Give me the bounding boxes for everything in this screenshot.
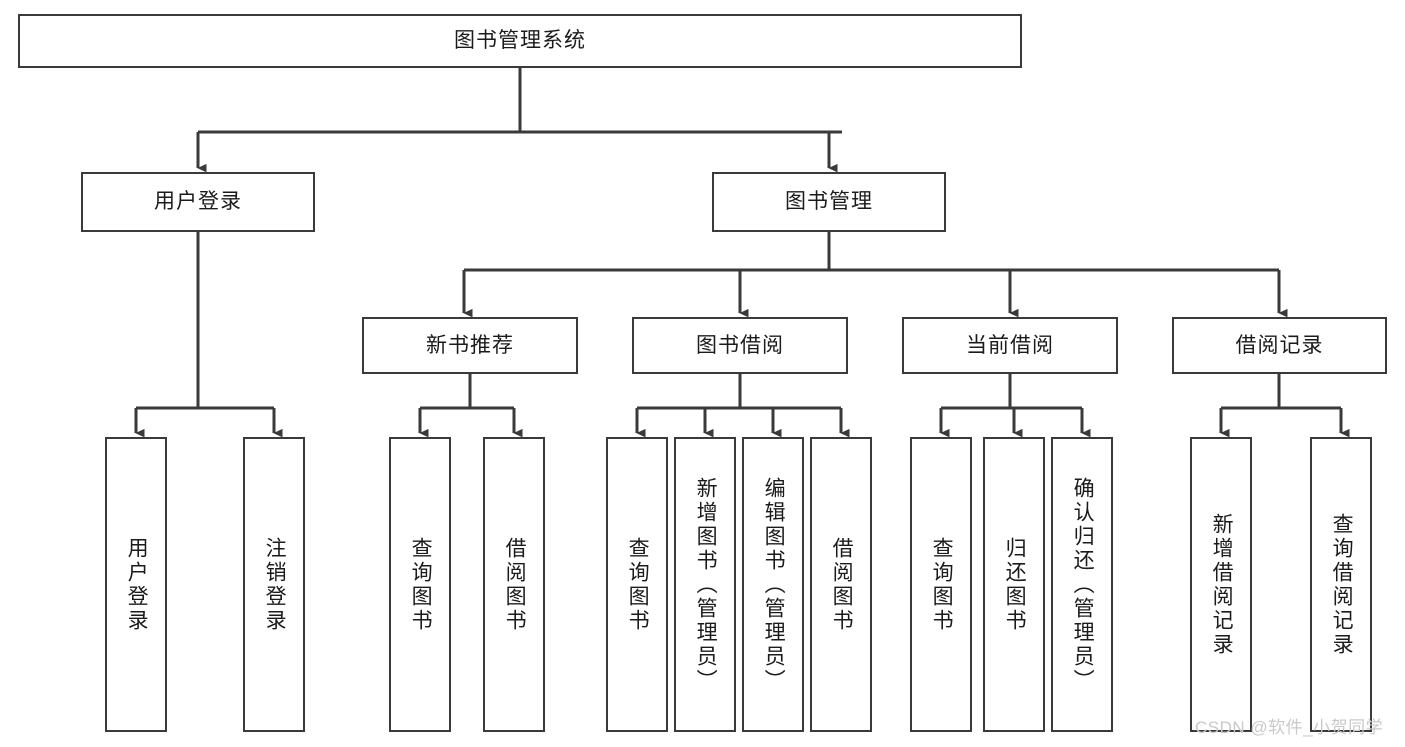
node-label: 确认归还（管理员） [1071, 476, 1095, 693]
node-label: 查询图书 [626, 536, 650, 633]
node-current-borrow[interactable]: 当前借阅 [902, 317, 1118, 374]
node-label: 图书借阅 [696, 333, 784, 357]
leaf-logout[interactable]: 注销登录 [243, 437, 305, 732]
node-borrow-record[interactable]: 借阅记录 [1172, 317, 1387, 374]
node-label: 查询借阅记录 [1330, 512, 1354, 657]
node-label: 新增借阅记录 [1210, 512, 1234, 657]
node-book-management[interactable]: 图书管理 [712, 172, 946, 232]
node-label: 用户登录 [154, 190, 242, 214]
node-label: 注销登录 [263, 536, 287, 633]
node-label: 当前借阅 [966, 333, 1054, 357]
leaf-borrow-book[interactable]: 借阅图书 [810, 437, 872, 732]
connector-lines [134, 68, 1350, 438]
node-label: 新书推荐 [426, 333, 514, 357]
leaf-query-book-recommendation[interactable]: 查询图书 [389, 437, 451, 732]
node-label: 编辑图书（管理员） [762, 476, 786, 693]
node-new-book-recommendation[interactable]: 新书推荐 [362, 317, 578, 374]
node-book-borrow[interactable]: 图书借阅 [632, 317, 848, 374]
node-user-login[interactable]: 用户登录 [81, 172, 315, 232]
leaf-return-book[interactable]: 归还图书 [983, 437, 1045, 732]
node-label: 查询图书 [930, 536, 954, 633]
leaf-query-book-borrow[interactable]: 查询图书 [606, 437, 668, 732]
node-label: 归还图书 [1003, 536, 1027, 633]
leaf-edit-book-admin[interactable]: 编辑图书（管理员） [742, 437, 804, 732]
node-label: 图书管理 [785, 190, 873, 214]
node-root[interactable]: 图书管理系统 [18, 14, 1022, 68]
leaf-borrow-book-recommendation[interactable]: 借阅图书 [483, 437, 545, 732]
node-label: 图书管理系统 [454, 29, 586, 53]
leaf-add-borrow-record[interactable]: 新增借阅记录 [1190, 437, 1252, 732]
csdn-watermark: CSDN @软件_小贺同学 [1195, 718, 1384, 737]
node-label: 借阅图书 [830, 536, 854, 633]
leaf-user-login[interactable]: 用户登录 [105, 437, 167, 732]
node-label: 借阅记录 [1235, 333, 1324, 357]
leaf-confirm-return-admin[interactable]: 确认归还（管理员） [1051, 437, 1113, 732]
leaf-add-book-admin[interactable]: 新增图书（管理员） [674, 437, 736, 732]
node-label: 用户登录 [125, 536, 149, 633]
leaf-query-borrow-record[interactable]: 查询借阅记录 [1310, 437, 1372, 732]
node-label: 借阅图书 [503, 536, 527, 633]
leaf-query-book-current[interactable]: 查询图书 [910, 437, 972, 732]
node-label: 查询图书 [409, 536, 433, 633]
node-label: 新增图书（管理员） [694, 476, 718, 693]
